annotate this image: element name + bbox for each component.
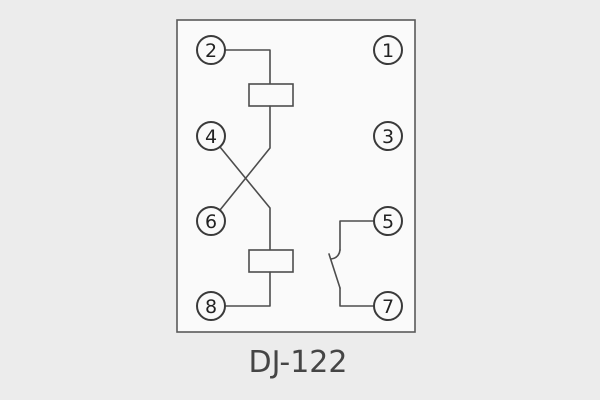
terminal-5-label: 5 xyxy=(382,211,394,233)
terminal-1-label: 1 xyxy=(382,40,394,62)
contact-blade xyxy=(328,253,341,289)
terminal-8: 8 xyxy=(196,291,226,321)
terminal-4: 4 xyxy=(196,121,226,151)
diagram-caption: DJ-122 xyxy=(249,345,348,380)
terminal-4-label: 4 xyxy=(205,126,217,148)
terminal-5: 5 xyxy=(373,206,403,236)
wire-coil2-to-terminal8 xyxy=(224,271,271,307)
contact-hook xyxy=(330,249,341,260)
wire-terminal4-to-coil2 xyxy=(219,146,271,251)
terminal-3-label: 3 xyxy=(382,126,394,148)
terminal-8-label: 8 xyxy=(205,296,217,318)
relay-outline xyxy=(176,19,416,333)
wire-terminal5-to-contact xyxy=(339,220,375,251)
coil1-symbol xyxy=(248,83,294,107)
terminal-3: 3 xyxy=(373,121,403,151)
wire-contact-to-terminal7 xyxy=(339,287,375,307)
terminal-1: 1 xyxy=(373,35,403,65)
wire-terminal2-to-coil1 xyxy=(224,49,271,85)
terminal-6-label: 6 xyxy=(205,211,217,233)
terminal-7-label: 7 xyxy=(382,296,394,318)
terminal-6: 6 xyxy=(196,206,226,236)
coil2-symbol xyxy=(248,249,294,273)
terminal-2-label: 2 xyxy=(205,40,217,62)
wire-coil1-to-terminal6 xyxy=(219,105,271,211)
terminal-7: 7 xyxy=(373,291,403,321)
terminal-2: 2 xyxy=(196,35,226,65)
